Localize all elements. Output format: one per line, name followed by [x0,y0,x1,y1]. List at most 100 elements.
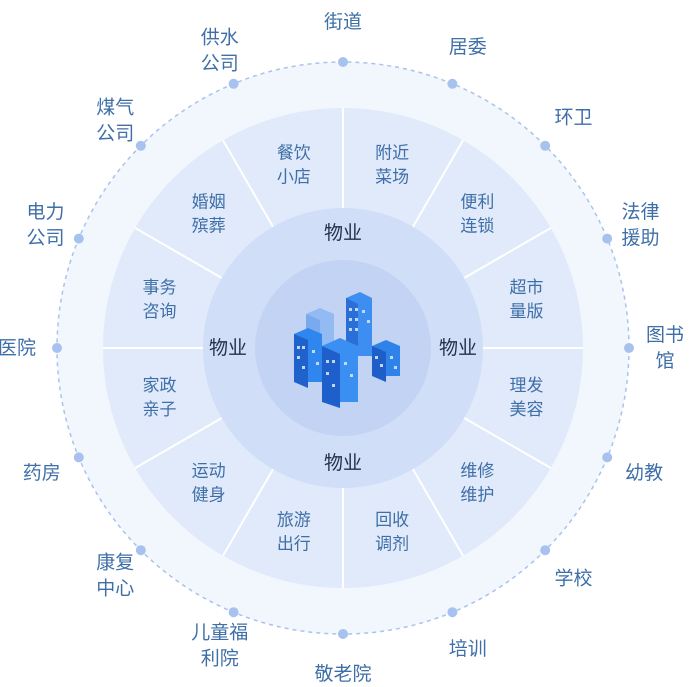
segment-label-line: 健身 [192,485,226,505]
ring-divider [134,417,223,469]
outer-label-line: 街道 [324,11,362,33]
segment-label: 便利连锁 [460,193,494,237]
segment-label-line: 婚姻 [192,193,226,213]
outer-dots [52,57,634,639]
middle-label-line: 物业 [324,222,362,244]
segment-label-line: 家政 [142,376,176,396]
segment-label: 超市量版 [510,278,544,322]
outer-label-line: 医院 [0,337,36,359]
segment-label-line: 运动 [192,461,226,481]
outer-dot [228,607,239,618]
outer-label-line: 利院 [201,648,239,670]
segment-label-line: 小店 [277,168,311,188]
outer-dot [540,545,551,556]
outer-label: 电力公司 [27,201,65,249]
segment-label-line: 出行 [277,535,311,555]
outer-dot [135,545,146,556]
middle-label-line: 物业 [439,337,477,359]
segment-label-line: 餐饮 [277,144,311,164]
outer-label-line: 学校 [555,568,593,590]
outer-dot [602,452,613,463]
middle-label: 物业 [324,452,362,474]
segment-label-line: 超市 [510,278,544,298]
outer-dot [540,140,551,151]
middle-label: 物业 [209,337,247,359]
middle-label: 物业 [439,337,477,359]
outer-label-line: 供水 [201,27,239,49]
outer-label: 街道 [324,11,362,33]
outer-dot [338,57,348,67]
outer-label-line: 环卫 [555,107,593,129]
segment-label-line: 附近 [375,144,409,164]
outer-label: 培训 [449,638,487,660]
segment-label-line: 理发 [510,376,544,396]
ring-divider [222,468,274,557]
segment-label-line: 连锁 [460,217,494,237]
outer-label-line: 儿童福 [191,622,248,644]
ring-divider [222,139,274,228]
outer-label-line: 援助 [621,227,659,249]
segment-label: 家政亲子 [142,376,176,420]
segment-label-line: 亲子 [142,400,176,420]
segment-label-line: 回收 [375,511,409,531]
segment-label: 餐饮小店 [277,144,311,188]
ring-divider [412,139,464,228]
outer-dot [602,233,613,244]
segment-label-line: 便利 [460,193,494,213]
outer-label: 药房 [23,462,61,484]
outer-dot [135,140,146,151]
outer-label: 煤气公司 [96,96,134,144]
outer-label-line: 煤气 [96,96,134,118]
segment-label-line: 殡葬 [192,217,226,237]
outer-labels: 街道居委环卫法律援助图书馆幼教学校培训敬老院儿童福利院康复中心药房医院电力公司煤… [0,11,684,685]
outer-dot [447,78,458,89]
outer-label-line: 图书 [646,324,684,346]
segment-label: 运动健身 [192,461,226,505]
outer-label: 图书馆 [646,324,684,372]
outer-dot [624,343,634,353]
city-buildings-icon [294,292,400,408]
outer-label-line: 敬老院 [314,663,371,685]
segment-label-line: 旅游 [277,511,311,531]
segment-label-line: 咨询 [142,302,176,322]
outer-label-line: 幼教 [625,462,663,484]
segment-label-line: 量版 [510,302,544,322]
outer-label: 儿童福利院 [191,622,248,670]
outer-label-line: 培训 [449,638,487,660]
segment-label-line: 美容 [510,400,544,420]
outer-label: 敬老院 [314,663,371,685]
outer-label: 环卫 [555,107,593,129]
outer-label-line: 法律 [621,201,659,223]
middle-label: 物业 [324,222,362,244]
segment-label: 事务咨询 [142,278,176,322]
segment-label: 理发美容 [510,376,544,420]
segment-label: 回收调剂 [375,511,409,555]
ring-divider [463,227,552,279]
outer-label: 医院 [0,337,36,359]
outer-label: 学校 [555,568,593,590]
outer-label: 康复中心 [96,552,134,600]
segment-label: 婚姻殡葬 [192,193,226,237]
outer-label: 幼教 [625,462,663,484]
segment-label: 旅游出行 [277,511,311,555]
ring-dividers [103,108,583,588]
ring-divider [463,417,552,469]
outer-label-line: 药房 [23,462,61,484]
segment-label: 维修维护 [460,461,494,505]
outer-label-line: 电力 [27,201,65,223]
outer-label: 法律援助 [621,201,659,249]
segment-label-line: 事务 [142,278,176,298]
outer-label: 居委 [449,36,487,58]
segment-label-line: 调剂 [375,535,409,555]
outer-dot [228,78,239,89]
segment-label-line: 维修 [460,461,494,481]
outer-label-line: 公司 [201,53,239,75]
segment-label-line: 菜场 [375,168,409,188]
outer-label-line: 康复 [96,552,134,574]
outer-dot [73,233,84,244]
outer-label-line: 中心 [96,578,134,600]
ring-divider [412,468,464,557]
